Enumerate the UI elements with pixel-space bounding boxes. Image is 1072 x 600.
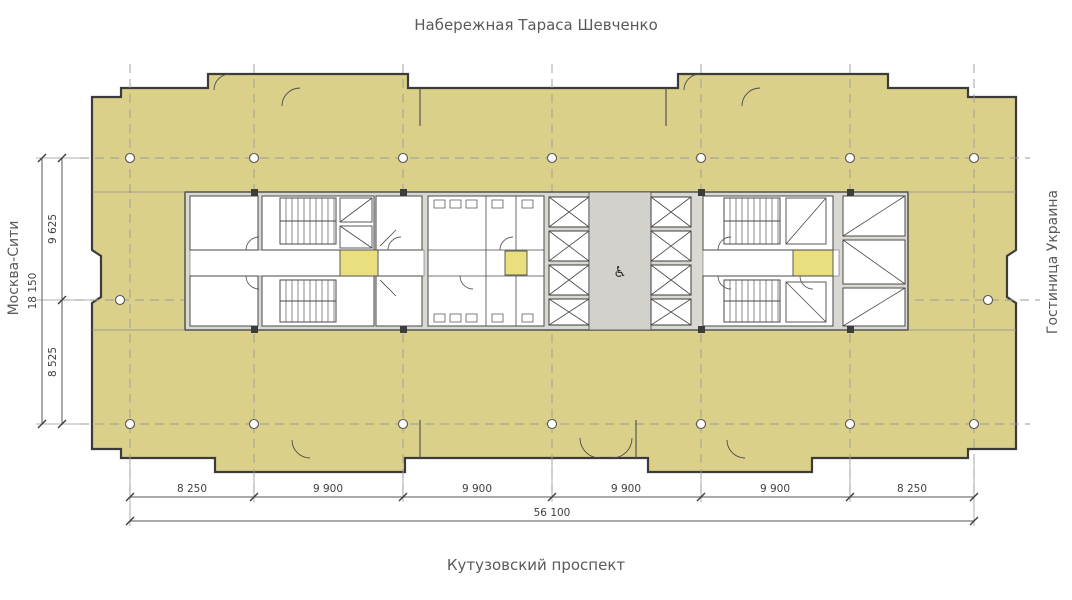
bathroom-fixtures — [433, 199, 534, 323]
core-columns — [251, 189, 854, 333]
dimension-chain-left: 9 625 8 525 18 150 — [27, 153, 90, 429]
stair-right-upper — [702, 195, 834, 251]
core-door-arcs — [245, 236, 814, 290]
accessibility-icon: ♿ — [613, 263, 626, 281]
core-rooms-left-end — [189, 195, 259, 327]
accent-rooms — [339, 249, 834, 277]
dim-total-label: 56 100 — [534, 507, 571, 519]
street-label-bottom: Кутузовский проспект — [446, 556, 626, 574]
dim-label: 8 250 — [177, 483, 207, 495]
dim-label: 9 625 — [47, 214, 59, 244]
core-corridor-left — [189, 249, 425, 277]
stair-right-lower — [702, 275, 834, 327]
dim-label: 9 900 — [462, 483, 492, 495]
dim-total-label: 18 150 — [27, 273, 39, 310]
core-area: ♿ — [184, 189, 909, 333]
perimeter-doors — [213, 73, 761, 459]
stair-left-lower — [261, 275, 375, 327]
elevator-lobby — [588, 191, 652, 331]
elevator-bank-right — [650, 196, 692, 326]
corridor-extension-lines — [92, 191, 1016, 331]
elevator-bank-left — [548, 196, 590, 326]
dim-label: 9 900 — [313, 483, 343, 495]
dim-label: 8 525 — [47, 347, 59, 377]
shaft-rooms-right-end — [842, 195, 906, 327]
dim-label: 9 900 — [611, 483, 641, 495]
dimension-chain-bottom: 8 250 9 900 9 900 9 900 9 900 8 250 56 1… — [125, 462, 979, 526]
column-grid-circles — [114, 152, 994, 430]
stair-left-upper — [261, 195, 375, 251]
core-rooms-mid-left — [375, 195, 423, 327]
dim-label: 9 900 — [760, 483, 790, 495]
dim-label: 8 250 — [897, 483, 927, 495]
street-label-top: Набережная Тараса Шевченко — [414, 16, 658, 34]
